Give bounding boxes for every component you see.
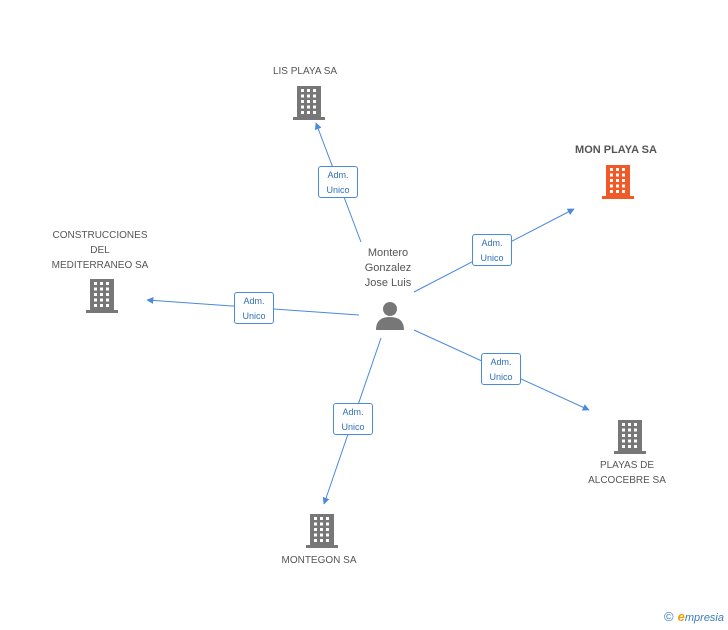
edge-label-line: Adm. [243, 296, 265, 306]
company-label-line: MON PLAYA SA [575, 144, 657, 156]
edge-label-line: Unico [341, 422, 365, 432]
person-label[interactable]: Montero Gonzalez Jose Luis [350, 246, 426, 291]
company-label-line: MEDITERRANEO SA [51, 260, 149, 271]
building-icon-cons[interactable] [86, 279, 118, 313]
building-icon-lis[interactable] [293, 86, 325, 120]
edge-label-cons[interactable]: Adm. Unico [234, 292, 274, 324]
company-label-line: ALCOCEBRE SA [588, 475, 666, 486]
edge-label-line: Unico [489, 372, 513, 382]
company-label-line: PLAYAS DE [599, 460, 655, 471]
edge-label-montegon[interactable]: Adm. Unico [333, 403, 373, 435]
brand-name: mpresia [684, 612, 724, 624]
building-icon-playas[interactable] [614, 420, 646, 454]
edge-label-line: Adm. [327, 170, 349, 180]
company-label-line: CONSTRUCCIONES [52, 230, 148, 241]
edge-label-line: Unico [242, 311, 266, 321]
company-label-line: LIS PLAYA SA [272, 66, 338, 77]
edge-label-line: Adm. [490, 357, 512, 367]
brand-footer[interactable]: ©empresia [664, 609, 724, 624]
edge-label-line: Unico [326, 185, 350, 195]
person-icon[interactable] [376, 302, 404, 330]
building-icon-mon[interactable] [602, 165, 634, 199]
brand-initial: e [677, 609, 685, 624]
company-label-mon[interactable]: MON PLAYA SA [556, 143, 676, 158]
person-label-line: Gonzalez [364, 262, 412, 274]
edge-label-playas[interactable]: Adm. Unico [481, 353, 521, 385]
company-label-line: DEL [90, 245, 110, 256]
edge-label-lis[interactable]: Adm. Unico [318, 166, 358, 198]
company-label-montegon[interactable]: MONTEGON SA [264, 553, 374, 568]
company-label-lis[interactable]: LIS PLAYA SA [250, 64, 360, 79]
company-label-playas[interactable]: PLAYAS DE ALCOCEBRE SA [572, 458, 682, 488]
company-label-line: MONTEGON SA [281, 555, 357, 566]
copyright-icon: © [664, 609, 674, 624]
edge-label-line: Unico [480, 253, 504, 263]
edge-label-line: Adm. [342, 407, 364, 417]
edge-label-line: Adm. [481, 238, 503, 248]
company-label-cons[interactable]: CONSTRUCCIONES DEL MEDITERRANEO SA [40, 228, 160, 273]
edge-label-mon[interactable]: Adm. Unico [472, 234, 512, 266]
building-icon-montegon[interactable] [306, 514, 338, 548]
person-label-line: Montero [367, 247, 409, 259]
person-label-line: Jose Luis [364, 277, 412, 289]
